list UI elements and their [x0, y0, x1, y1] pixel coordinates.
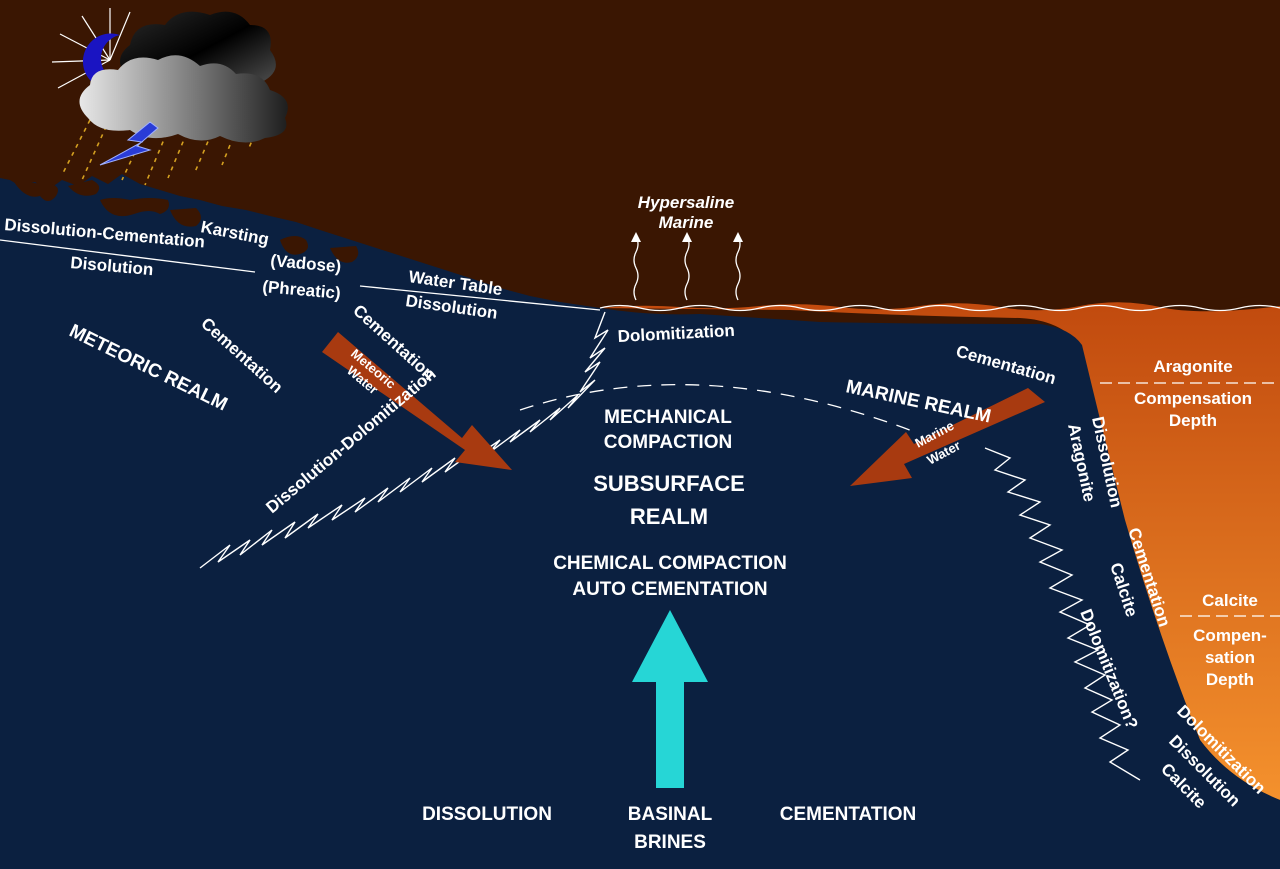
dolomitization-front-right — [984, 447, 1141, 781]
water-table-line-left — [0, 239, 256, 273]
storm-cloud-sun-icon — [51, 8, 288, 186]
label-cementation: CEMENTATION — [780, 804, 917, 825]
water-table-line-right — [359, 285, 601, 311]
evaporation-arrows — [631, 232, 743, 301]
label-subsurface: SUBSURFACE — [593, 471, 745, 496]
label-dissolution: DISSOLUTION — [422, 804, 552, 825]
sea-surface-line — [599, 304, 1280, 312]
light-cloud — [79, 55, 288, 143]
label-compensation-depth: Depth — [1169, 411, 1217, 430]
label-auto-cementation: AUTO CEMENTATION — [572, 579, 767, 600]
label-mechanical: MECHANICAL — [604, 407, 732, 428]
label-brines: BRINES — [634, 832, 706, 853]
label-compaction: COMPACTION — [604, 432, 732, 453]
subsurface-body — [0, 174, 1280, 869]
compaction-boundary — [519, 384, 916, 433]
meteoric-water-arrow — [322, 332, 512, 470]
label-realm: REALM — [630, 504, 708, 529]
label-hypersaline-marine: Marine — [659, 213, 714, 232]
label-chemical-compaction: CHEMICAL COMPACTION — [553, 553, 787, 574]
label-calcite-depth: Depth — [1206, 670, 1254, 689]
ocean-water — [600, 302, 1280, 800]
label-basinal: BASINAL — [628, 804, 713, 825]
label-compensation: Compensation — [1134, 389, 1252, 408]
dolomitization-front-left — [199, 311, 609, 569]
marine-water-arrow — [850, 388, 1045, 486]
lightning-bolt-icon — [99, 121, 159, 166]
label-hypersaline: Hypersaline — [638, 193, 734, 212]
label-compen: Compen- — [1193, 626, 1267, 645]
label-aragonite: Aragonite — [1153, 357, 1232, 376]
label-calcite: Calcite — [1202, 591, 1258, 610]
basinal-brines-arrow — [632, 610, 708, 788]
karst-cavities — [14, 180, 359, 263]
label-sation: sation — [1205, 648, 1255, 667]
